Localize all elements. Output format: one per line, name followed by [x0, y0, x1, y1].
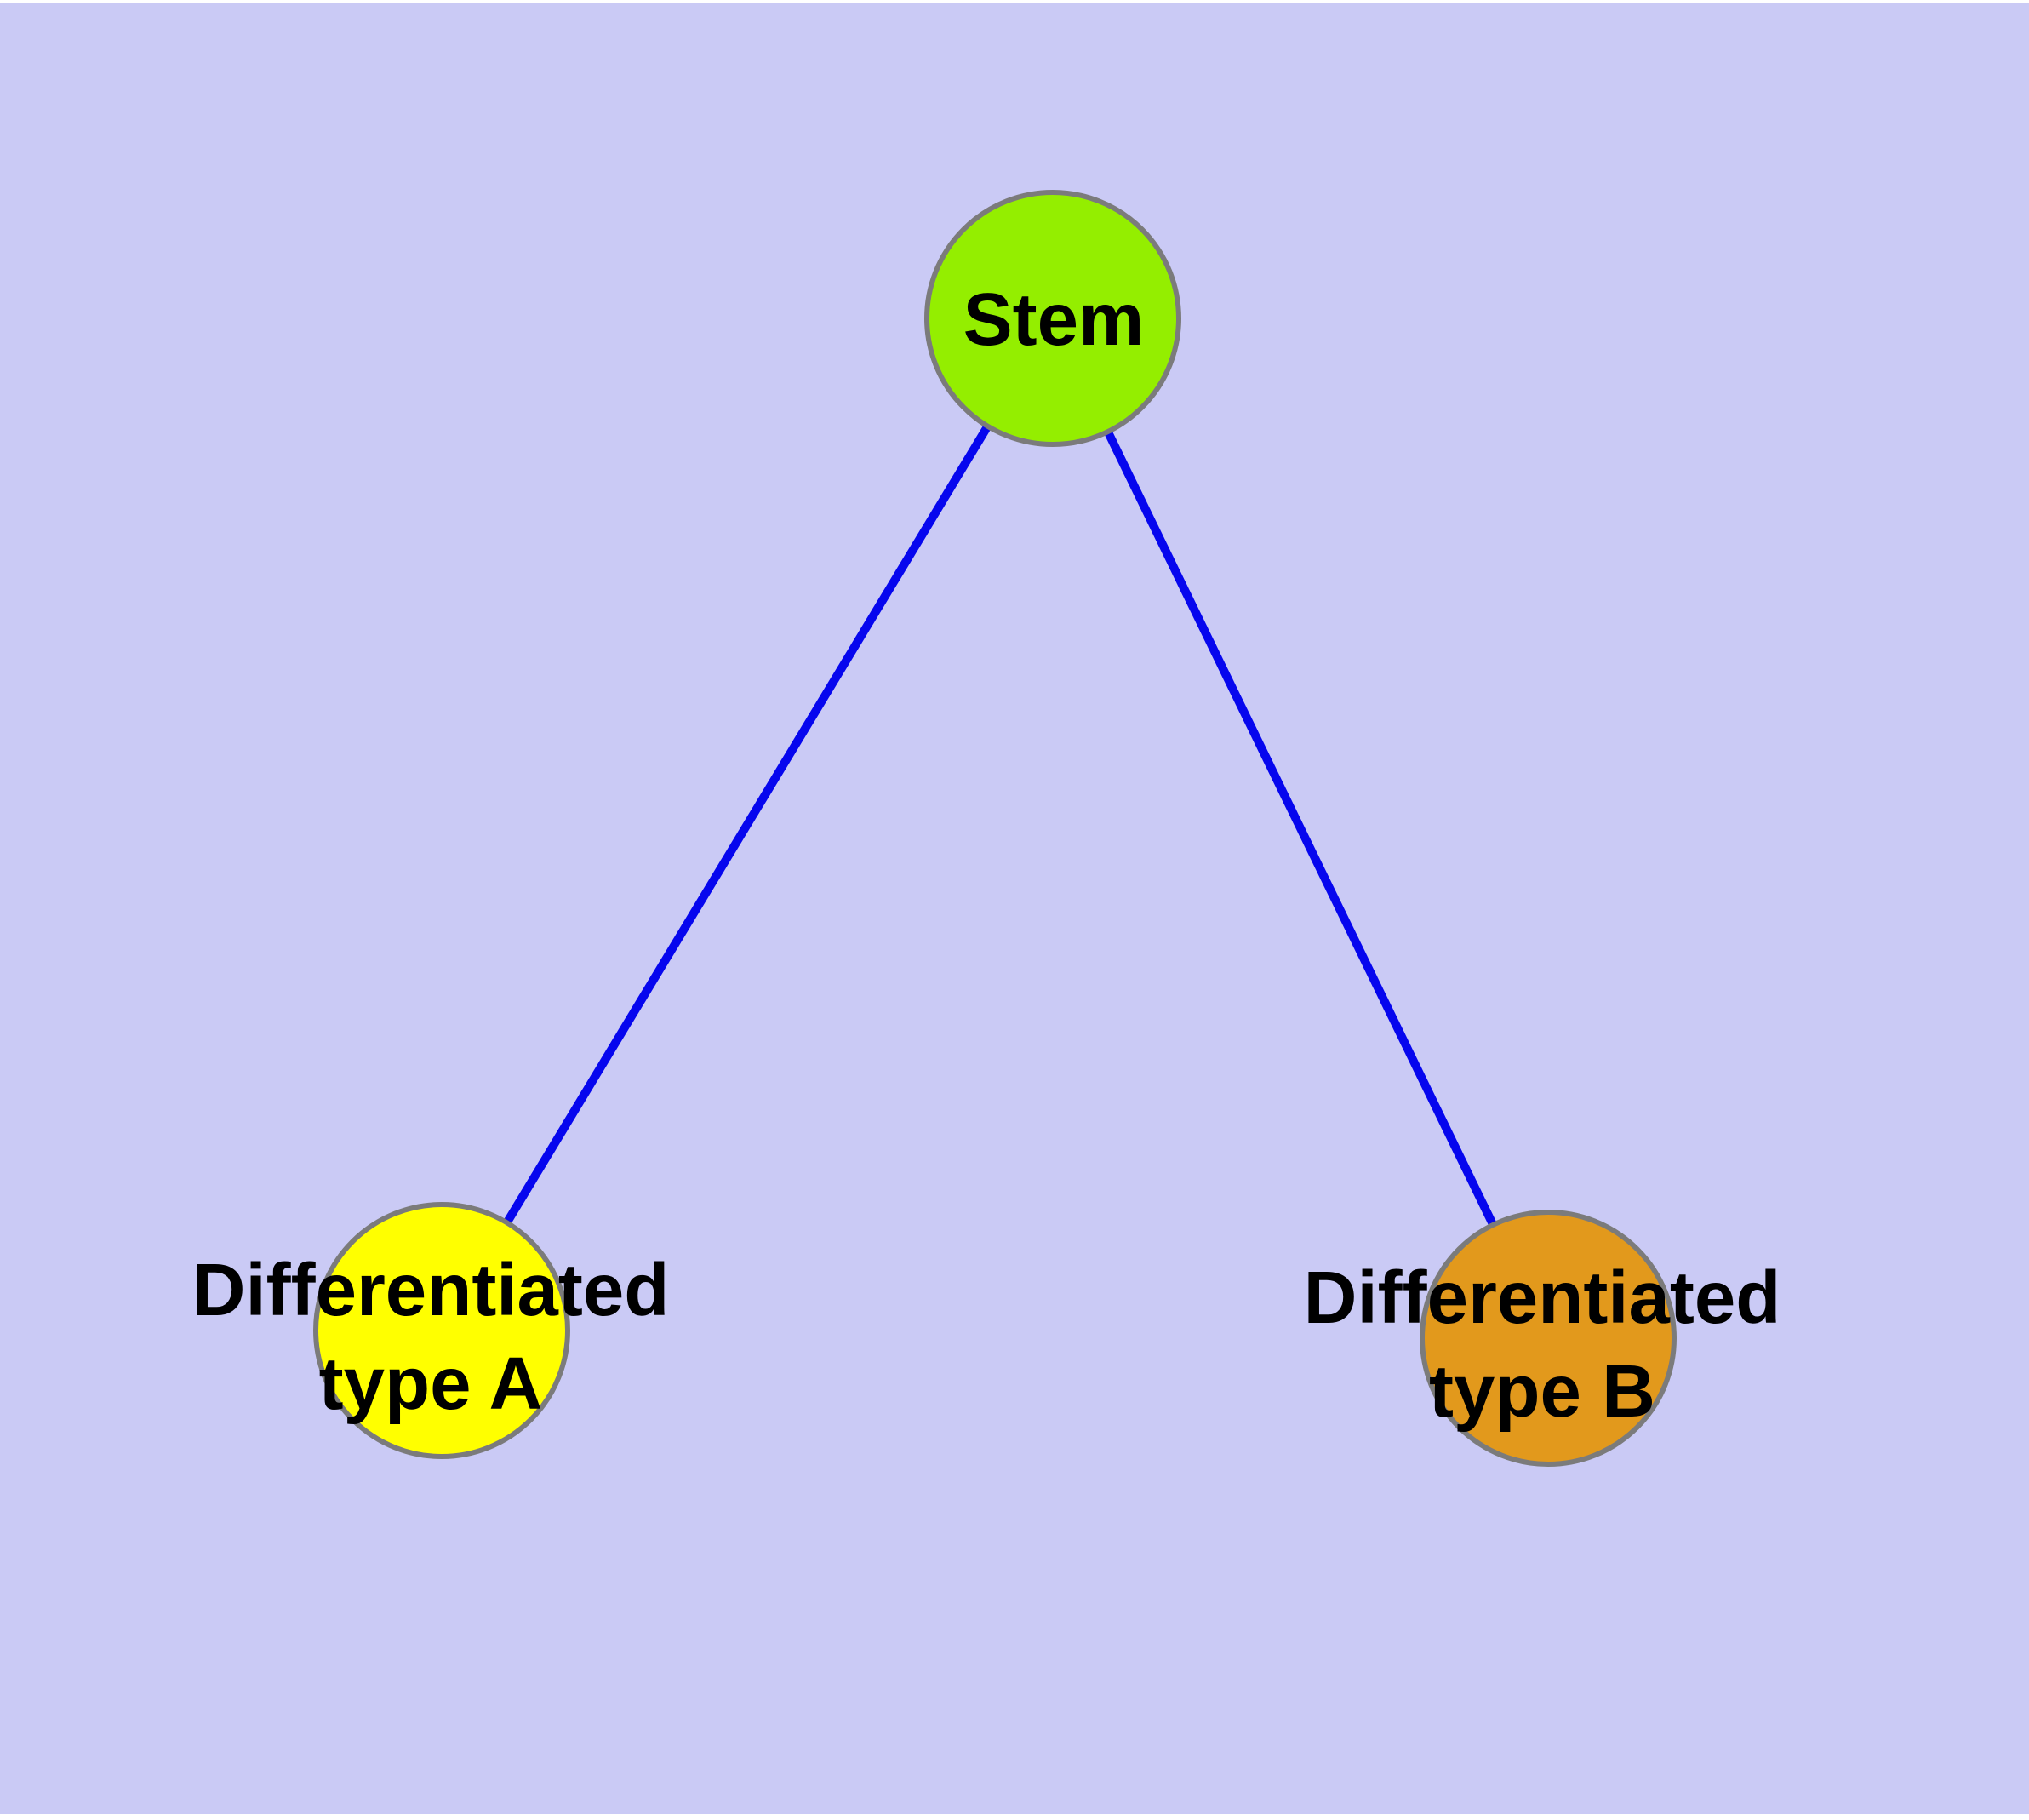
node-differentiated-type-a-label: Differentiated type A	[191, 1249, 670, 1425]
node-stem-label: Stem	[963, 278, 1145, 361]
top-edge-strip	[0, 0, 2029, 3]
node-stem[interactable]	[924, 190, 1181, 447]
edge-stem-to-type-b	[1049, 316, 1552, 1341]
edge-stem-to-type-a	[437, 316, 1057, 1333]
node-differentiated-type-b[interactable]	[1420, 1210, 1677, 1467]
node-differentiated-type-b-label: Differentiated type B	[1303, 1256, 1781, 1433]
node-differentiated-type-a[interactable]	[313, 1202, 570, 1459]
bottom-edge-strip	[0, 1814, 2029, 1820]
